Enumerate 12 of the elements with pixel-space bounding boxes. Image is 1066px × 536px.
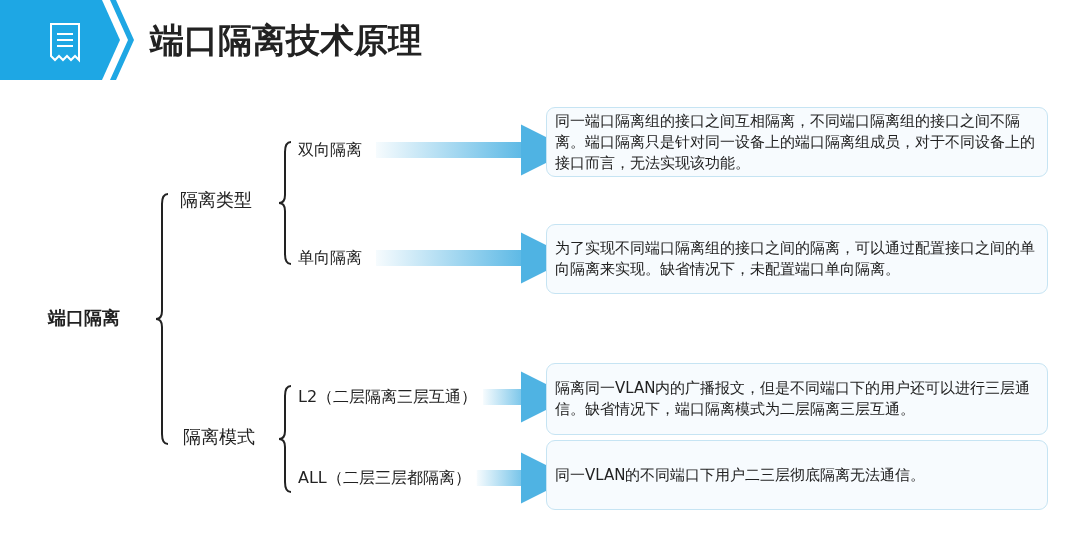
leaf-label: ALL（二层三层都隔离）	[298, 466, 471, 490]
leaf-label: 双向隔离	[298, 138, 362, 162]
root-label: 端口隔离	[48, 305, 120, 331]
branch-label: 隔离模式	[183, 424, 255, 450]
description-box: 同一VLAN的不同端口下用户二三层彻底隔离无法通信。	[546, 440, 1048, 510]
leaf-label: 单向隔离	[298, 246, 362, 270]
leaf-label: L2（二层隔离三层互通）	[298, 385, 478, 409]
description-box: 隔离同一VLAN内的广播报文，但是不同端口下的用户还可以进行三层通信。缺省情况下，端口隔离模式为二层隔离三层互通。	[546, 363, 1048, 435]
title: 端口隔离技术原理	[150, 19, 422, 62]
description-box: 为了实现不同端口隔离组的接口之间的隔离，可以通过配置接口之间的单向隔离来实现。缺省情况下，未配置端口单向隔离。	[546, 224, 1048, 294]
description-box: 同一端口隔离组的接口之间互相隔离，不同端口隔离组的接口之间不隔离。端口隔离只是针对同一设备上的端口隔离组成员，对于不同设备上的接口而言，无法实现该功能。	[546, 107, 1048, 177]
branch-label: 隔离类型	[180, 187, 252, 213]
